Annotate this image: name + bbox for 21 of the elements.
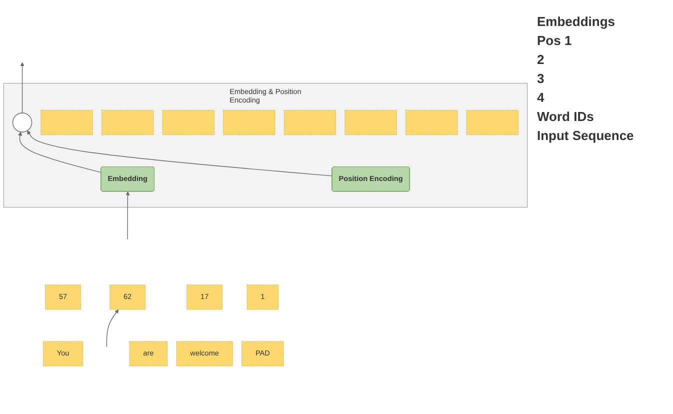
node-circle <box>12 112 32 132</box>
node-bar <box>344 110 397 135</box>
node-bar <box>101 110 154 135</box>
arrow <box>18 131 102 172</box>
node-bar <box>466 110 518 135</box>
arrow <box>20 62 24 114</box>
arrow <box>126 191 130 240</box>
arrow <box>27 130 332 176</box>
node-bar <box>223 110 276 135</box>
row-label: 2 <box>537 52 546 67</box>
node-bar <box>40 110 93 135</box>
row-label: Input Sequence <box>537 128 635 143</box>
row-label: 3 <box>537 71 546 86</box>
arrow <box>106 308 119 347</box>
row-label: Word IDs <box>537 109 595 124</box>
row-label: 4 <box>537 90 546 105</box>
node-bar <box>406 110 458 135</box>
row-label: Embeddings <box>537 14 616 29</box>
node-bar <box>284 110 336 135</box>
node-bar <box>162 110 214 135</box>
row-label: Pos 1 <box>537 33 573 48</box>
